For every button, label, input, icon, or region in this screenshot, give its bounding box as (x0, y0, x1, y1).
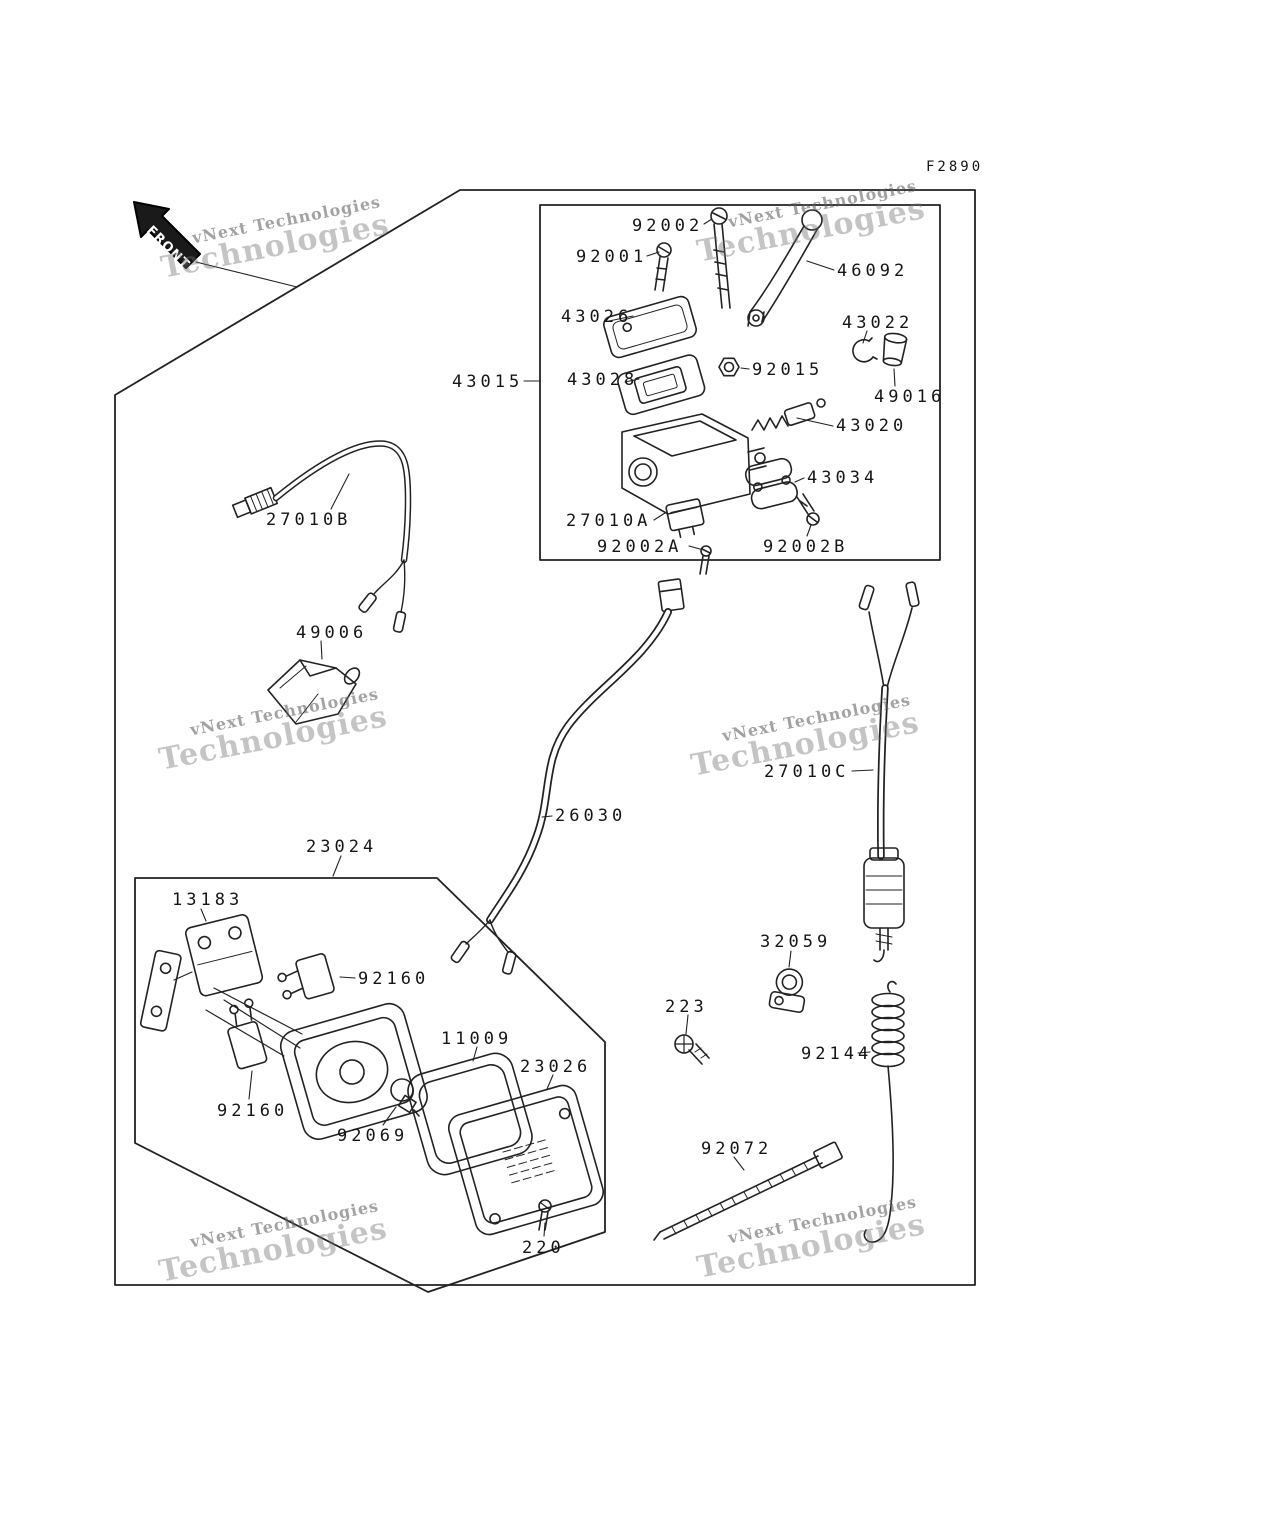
drawing-circlip-43022 (852, 337, 878, 363)
part-label-92160-upper: 92160 (358, 969, 430, 989)
drawing-lens-23026 (447, 1084, 605, 1236)
drawing-screw-92001 (654, 242, 672, 292)
drawing-lever-46092 (747, 209, 823, 327)
drawing-bolt-92002 (710, 207, 731, 309)
figure-code: F2890 (926, 159, 984, 175)
part-label-92015: 92015 (752, 360, 824, 380)
drawing-master-cylinder-body (621, 413, 767, 515)
part-label-26030: 26030 (555, 806, 627, 826)
drawing-diaphragm-43028 (617, 354, 706, 416)
drawing-screw-220 (538, 1199, 552, 1231)
part-label-43022: 43022 (842, 313, 914, 333)
part-label-43034: 43034 (807, 468, 879, 488)
drawing-piston-43020 (751, 398, 826, 431)
drawing-gasket-11009 (407, 1052, 533, 1176)
part-label-92069: 92069 (337, 1126, 409, 1146)
headlight-box (134, 877, 606, 1293)
drawing-switch-27010A (665, 498, 705, 539)
part-label-49006: 49006 (296, 623, 368, 643)
part-label-92002A: 92002A (597, 537, 683, 557)
drawing-bracket-13183 (139, 914, 303, 1057)
drawing-bulb-92069 (390, 1078, 420, 1117)
part-label-43028: 43028 (567, 370, 639, 390)
drawing-band-92072 (653, 1141, 843, 1241)
outer-border (114, 189, 976, 1286)
drawing-clamp-43034 (744, 457, 798, 510)
part-label-92160-lower: 92160 (217, 1101, 289, 1121)
part-label-27010A: 27010A (566, 511, 652, 531)
drawing-screw-92002B (796, 493, 820, 526)
part-label-43015: 43015 (452, 372, 524, 392)
part-label-13183: 13183 (172, 890, 244, 910)
part-label-27010C: 27010C (764, 762, 850, 782)
drawing-cable-27010B (231, 440, 412, 633)
part-label-223: 223 (665, 997, 708, 1017)
drawing-spring-92144 (863, 980, 905, 1243)
part-label-92002B: 92002B (763, 537, 849, 557)
part-label-92144: 92144 (801, 1044, 873, 1064)
part-label-43020: 43020 (836, 416, 908, 436)
part-label-49016: 49016 (874, 387, 946, 407)
drawing-boot-49006 (267, 659, 361, 725)
drawing-switch-cable-27010C (858, 581, 920, 963)
part-label-11009: 11009 (441, 1029, 513, 1049)
drawing-harness-26030 (450, 578, 685, 975)
front-arrow-icon: FRONT (133, 201, 201, 273)
part-label-23026: 23026 (520, 1057, 592, 1077)
leader-lines (195, 218, 896, 1237)
part-label-92072: 92072 (701, 1139, 773, 1159)
part-label-27010B: 27010B (266, 510, 352, 530)
part-label-46092: 46092 (837, 261, 909, 281)
part-label-220: 220 (522, 1238, 565, 1258)
part-label-92002: 92002 (632, 216, 704, 236)
drawing-cap-49016 (882, 332, 908, 367)
drawing-nut-92015 (718, 357, 740, 377)
part-label-43026: 43026 (561, 307, 633, 327)
drawing-cap-43026 (603, 295, 697, 359)
drawing-screw-92002A (699, 545, 712, 575)
part-label-92001: 92001 (576, 247, 648, 267)
part-label-23024: 23024 (306, 837, 378, 857)
drawing-damper-92160-lower (227, 998, 268, 1070)
drawing-damper-92160-upper (277, 953, 335, 1000)
drawing-headlight-housing (279, 1002, 428, 1140)
inner-box-43015 (539, 204, 941, 561)
part-label-32059: 32059 (760, 932, 832, 952)
drawing-screw-223 (674, 1034, 710, 1065)
drawing-clamp-32059 (768, 968, 806, 1013)
